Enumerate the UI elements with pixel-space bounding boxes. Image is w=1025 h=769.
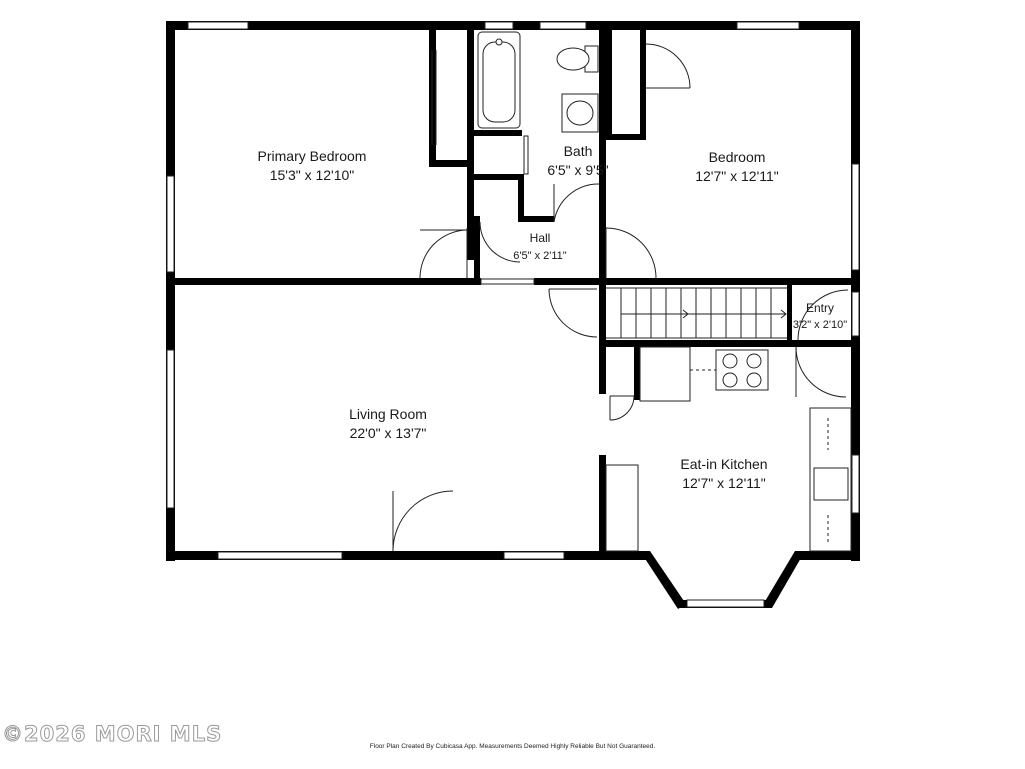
bath-dims: 6'5" x 9'5"	[547, 162, 608, 178]
hall-name: Hall	[530, 231, 551, 245]
primary-bedroom-dims: 15'3" x 12'10"	[270, 167, 355, 183]
bath-name: Bath	[564, 143, 593, 159]
closet-sliders	[431, 50, 437, 145]
kitchen-dims: 12'7" x 12'11"	[682, 475, 766, 491]
entry-dims: 3'2" x 2'10"	[793, 319, 847, 331]
kitchen-name: Eat-in Kitchen	[680, 456, 767, 472]
windows	[166, 21, 860, 608]
entry-name: Entry	[806, 301, 834, 315]
interior-walls	[166, 22, 860, 551]
primary-bedroom-name: Primary Bedroom	[258, 148, 367, 164]
room-labels: Primary Bedroom 15'3" x 12'10" Bath 6'5"…	[258, 143, 848, 491]
bath-fixtures	[477, 31, 599, 175]
bedroom-dims: 12'7" x 12'11"	[695, 168, 779, 184]
bedroom-name: Bedroom	[709, 149, 766, 165]
staircase	[606, 287, 787, 339]
kitchen-fixtures	[605, 346, 852, 552]
living-room-name: Living Room	[349, 406, 427, 422]
mls-watermark: ©2026 MORI MLS	[1, 722, 223, 747]
footer-disclaimer: Floor Plan Created By Cubicasa App. Meas…	[369, 743, 656, 750]
doors	[392, 43, 849, 552]
living-room-dims: 22'0" x 13'7"	[350, 425, 427, 441]
hall-dims: 6'5" x 2'11"	[513, 250, 566, 262]
